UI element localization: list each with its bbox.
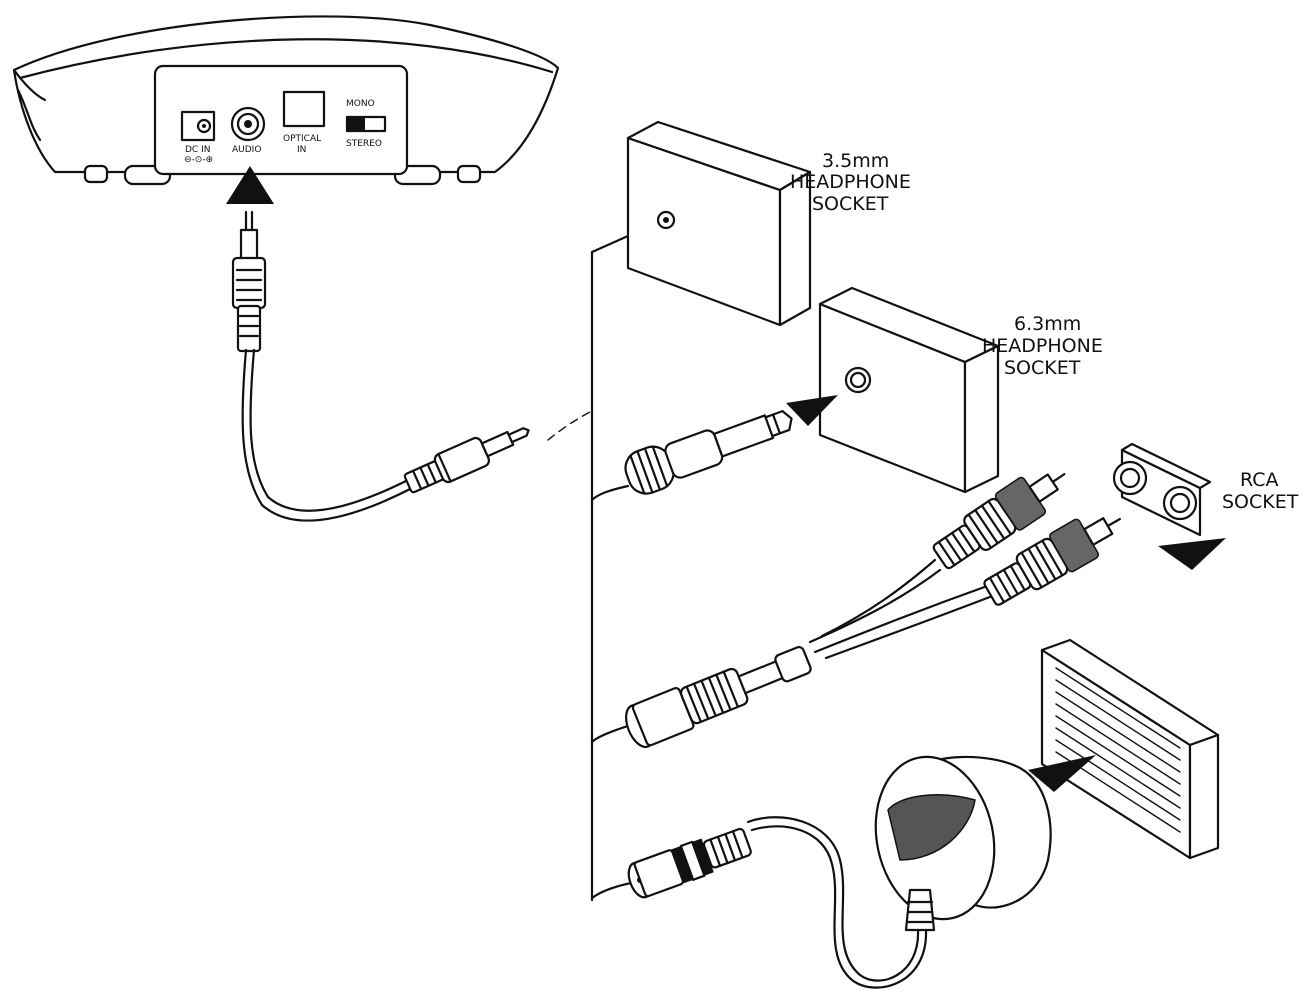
speaker-grille	[1040, 638, 1220, 860]
rca-label-line2: SOCKET	[1222, 491, 1299, 513]
rear-panel	[153, 64, 409, 176]
optical-label-line2: IN	[297, 145, 306, 155]
adapter-6-3mm	[624, 410, 793, 495]
dc-in-jack: DC IN ⊖-⊙-⊕	[180, 110, 216, 165]
rca-socket	[1112, 442, 1212, 537]
dc-in-label: DC IN	[185, 145, 210, 155]
socket-3-5mm-word: SOCKET	[812, 193, 889, 215]
socket-6-3mm-word: SOCKET	[1004, 357, 1081, 379]
socket-6-3mm-size: 6.3mm	[1014, 313, 1081, 335]
rca-y-cable	[625, 473, 1122, 748]
stereo-label: STEREO	[346, 139, 382, 149]
receiver-device: DC IN ⊖-⊙-⊕ AUDIO OPTICAL IN MONO STEREO	[12, 15, 560, 186]
mono-stereo-switch: MONO STEREO	[345, 99, 387, 149]
arrow-to-rca	[1158, 538, 1226, 570]
svg-text:⊖-⊙-⊕: ⊖-⊙-⊕	[184, 155, 213, 165]
arrow-up-to-audio	[226, 166, 274, 204]
stereo-mini-cable	[231, 210, 530, 522]
mono-label: MONO	[346, 99, 375, 109]
label-rca: RCA SOCKET	[1222, 469, 1299, 513]
acoustic-pickup	[627, 755, 1052, 989]
socket-6-3mm-type: HEADPHONE	[982, 335, 1103, 357]
label-6-3mm: 6.3mm HEADPHONE SOCKET	[982, 313, 1103, 379]
audio-in-jack: AUDIO	[230, 106, 266, 155]
socket-3-5mm-size: 3.5mm	[822, 150, 889, 172]
audio-label: AUDIO	[232, 145, 261, 155]
socket-6-3mm	[818, 286, 1000, 494]
optical-label-line1: OPTICAL	[283, 134, 321, 144]
label-3-5mm: 3.5mm HEADPHONE SOCKET	[790, 150, 911, 215]
socket-3-5mm	[626, 120, 812, 327]
optical-in-port: OPTICAL IN	[282, 90, 326, 155]
socket-3-5mm-type: HEADPHONE	[790, 171, 911, 193]
rca-label-line1: RCA	[1240, 469, 1279, 491]
arrow-to-grille	[1028, 755, 1096, 792]
arrow-to-6-3mm	[786, 395, 838, 426]
